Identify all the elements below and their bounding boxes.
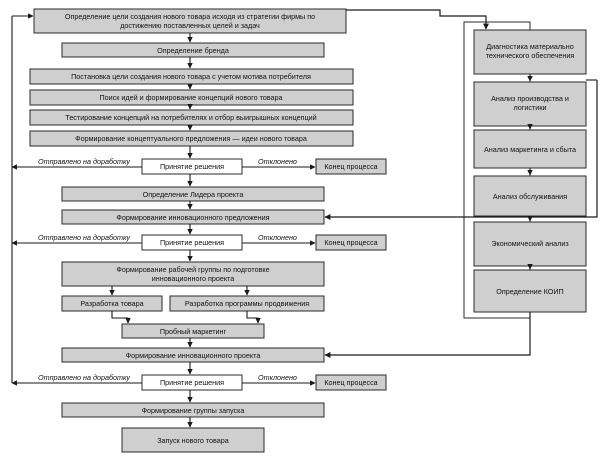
rework-label-3: Отправлено на доработку bbox=[38, 373, 130, 382]
step-product-launch: Запуск нового товара bbox=[121, 427, 265, 453]
step-project-leader: Определение Лидера проекта bbox=[61, 186, 325, 202]
rejected-label-1: Отклонено bbox=[258, 157, 297, 166]
rework-label-2: Отправлено на доработку bbox=[38, 233, 130, 242]
analysis-economic-label: Экономический анализ bbox=[491, 239, 569, 248]
step-conceptual-proposal: Формирование концептуального предложения… bbox=[29, 130, 354, 147]
end-process-3: Конец процесса bbox=[315, 374, 387, 391]
step-goal-definition-line1: Определение цели создания нового товара … bbox=[65, 12, 315, 21]
decision-1: Принятие решения bbox=[141, 158, 243, 175]
step-concept-testing-label: Тестирование концепций на потребителях и… bbox=[65, 113, 316, 122]
analysis-marketing-sales-label: Анализ маркетинга и сбыта bbox=[484, 145, 576, 154]
analysis-material-support-line1: Диагностика материально bbox=[486, 42, 574, 51]
step-product-development-label: Разработка товара bbox=[80, 299, 143, 308]
analysis-production-logistics-line2: логистики bbox=[514, 103, 547, 112]
end-process-1-label: Конец процесса bbox=[324, 162, 377, 171]
analysis-production-logistics-line1: Анализ производства и bbox=[491, 94, 569, 103]
analysis-koip: Определение КОИП bbox=[473, 269, 587, 313]
decision-3-label: Принятие решения bbox=[160, 378, 224, 387]
rejected-label-2: Отклонено bbox=[258, 233, 297, 242]
step-working-group: Формирование рабочей группы по подготовк… bbox=[61, 261, 325, 287]
step-promotion-program: Разработка программы продвижения bbox=[169, 295, 325, 312]
analysis-material-support-line2: технического обеспечения bbox=[486, 51, 575, 60]
decision-3: Принятие решения bbox=[141, 374, 243, 391]
step-promotion-program-label: Разработка программы продвижения bbox=[185, 299, 309, 308]
end-process-3-label: Конец процесса bbox=[324, 378, 377, 387]
end-process-1: Конец процесса bbox=[315, 158, 387, 175]
step-test-marketing-label: Пробный маркетинг bbox=[160, 327, 227, 336]
end-process-2: Конец процесса bbox=[315, 234, 387, 251]
decision-1-label: Принятие решения bbox=[160, 162, 224, 171]
step-conceptual-proposal-label: Формирование концептуального предложения… bbox=[75, 134, 307, 143]
step-consumer-motive-goal: Постановка цели создания нового товара с… bbox=[29, 68, 354, 85]
step-idea-search: Поиск идей и формирование концепций ново… bbox=[29, 89, 354, 106]
analysis-service-label: Анализ обслуживания bbox=[493, 192, 567, 201]
step-innovation-proposal: Формирование инновационного предложения bbox=[61, 209, 325, 225]
decision-2-label: Принятие решения bbox=[160, 238, 224, 247]
step-product-launch-label: Запуск нового товара bbox=[157, 436, 229, 445]
step-project-leader-label: Определение Лидера проекта bbox=[143, 190, 244, 199]
end-process-2-label: Конец процесса bbox=[324, 238, 377, 247]
step-brand-definition: Определение бренда bbox=[61, 42, 325, 58]
rework-label-1: Отправлено на доработку bbox=[38, 157, 130, 166]
step-concept-testing: Тестирование концепций на потребителях и… bbox=[29, 109, 354, 126]
step-brand-definition-label: Определение бренда bbox=[157, 46, 229, 55]
step-working-group-line1: Формирование рабочей группы по подготовк… bbox=[116, 265, 269, 274]
step-goal-definition: Определение цели создания нового товара … bbox=[33, 8, 347, 34]
step-launch-group: Формирование группы запуска bbox=[61, 402, 325, 418]
step-innovation-project-label: Формирование инновационного проекта bbox=[126, 351, 261, 360]
analysis-production-logistics: Анализ производства и логистики bbox=[473, 81, 587, 127]
step-test-marketing: Пробный маркетинг bbox=[121, 323, 265, 339]
step-innovation-proposal-label: Формирование инновационного предложения bbox=[116, 213, 269, 222]
analysis-economic: Экономический анализ bbox=[473, 221, 587, 267]
step-working-group-line2: инновационного проекта bbox=[152, 274, 235, 283]
connectors bbox=[11, 9, 598, 428]
decision-2: Принятие решения bbox=[141, 234, 243, 251]
step-goal-definition-line2: достижению поставленных целей и задач bbox=[120, 21, 260, 30]
analysis-koip-label: Определение КОИП bbox=[496, 287, 563, 296]
step-innovation-project: Формирование инновационного проекта bbox=[61, 347, 325, 363]
step-idea-search-label: Поиск идей и формирование концепций ново… bbox=[99, 93, 282, 102]
analysis-material-support: Диагностика материально технического обе… bbox=[473, 29, 587, 75]
rejected-label-3: Отклонено bbox=[258, 373, 297, 382]
step-consumer-motive-goal-label: Постановка цели создания нового товара с… bbox=[71, 72, 311, 81]
step-product-development: Разработка товара bbox=[61, 295, 163, 312]
step-launch-group-label: Формирование группы запуска bbox=[142, 406, 245, 415]
analysis-marketing-sales: Анализ маркетинга и сбыта bbox=[473, 129, 587, 169]
analysis-service: Анализ обслуживания bbox=[473, 175, 587, 217]
